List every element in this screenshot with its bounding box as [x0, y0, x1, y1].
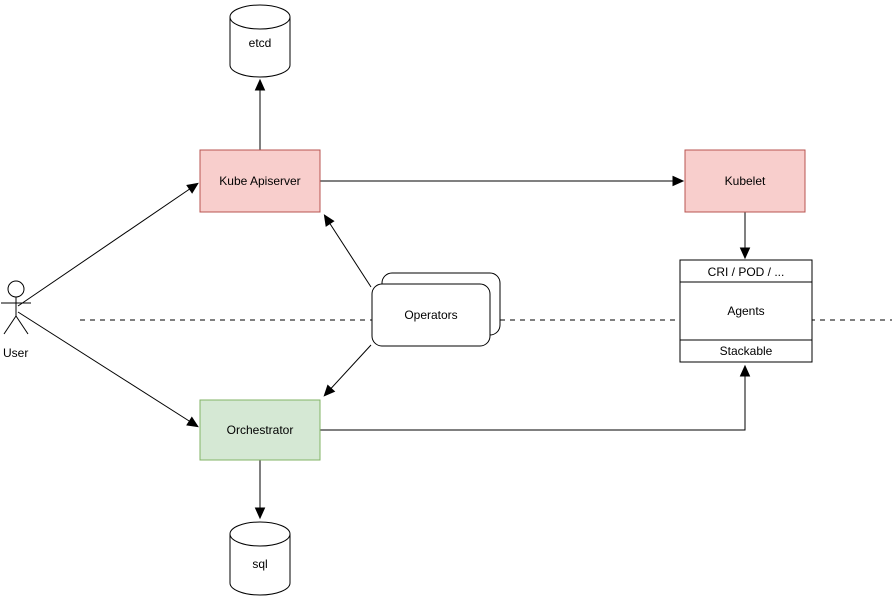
user-actor-leg-right: [15, 315, 29, 335]
etcd-cylinder: etcd: [229, 4, 291, 78]
kubelet-node: Kubelet: [684, 149, 806, 213]
kube-apiserver-node: Kube Apiserver: [199, 149, 321, 213]
agents-stack-node: CRI / POD / ... Agents Stackable: [679, 259, 813, 363]
kube-apiserver-box: [199, 149, 321, 213]
agents-stack-box: [679, 259, 813, 363]
kubelet-label: Kubelet: [725, 174, 766, 188]
sql-label: sql: [252, 557, 267, 571]
agents-label: Agents: [727, 304, 764, 318]
user-actor-leg-left: [3, 315, 17, 335]
etcd-label: etcd: [249, 36, 272, 50]
etcd-cylinder-lip: [229, 16, 291, 30]
orchestrator-label: Orchestrator: [227, 423, 294, 437]
edge-operators-to-kube-apiserver: [323, 214, 372, 288]
kube-apiserver-label: Kube Apiserver: [219, 174, 300, 188]
operators-front-card: [371, 283, 491, 347]
user-actor: User: [1, 280, 31, 360]
stackable-label: Stackable: [720, 344, 773, 358]
edge-operators-to-orchestrator: [323, 344, 372, 397]
edge-orchestrator-to-stackable: [320, 364, 751, 431]
sql-cylinder-body: [229, 521, 291, 596]
sql-cylinder: sql: [229, 521, 291, 596]
user-actor-head: [7, 280, 25, 298]
operators-label: Operators: [404, 308, 457, 322]
edge-user-to-orchestrator: [17, 311, 199, 428]
cri-pod-label: CRI / POD / ...: [708, 265, 785, 279]
edge-user-to-kube-apiserver: [17, 182, 199, 307]
kubelet-box: [684, 149, 806, 213]
operators-node: Operators: [371, 272, 501, 347]
etcd-cylinder-body: [229, 4, 291, 78]
sql-cylinder-lip: [229, 533, 291, 547]
user-label: User: [3, 346, 28, 360]
orchestrator-box: [199, 399, 321, 461]
edges: [17, 78, 751, 520]
orchestrator-node: Orchestrator: [199, 399, 321, 461]
